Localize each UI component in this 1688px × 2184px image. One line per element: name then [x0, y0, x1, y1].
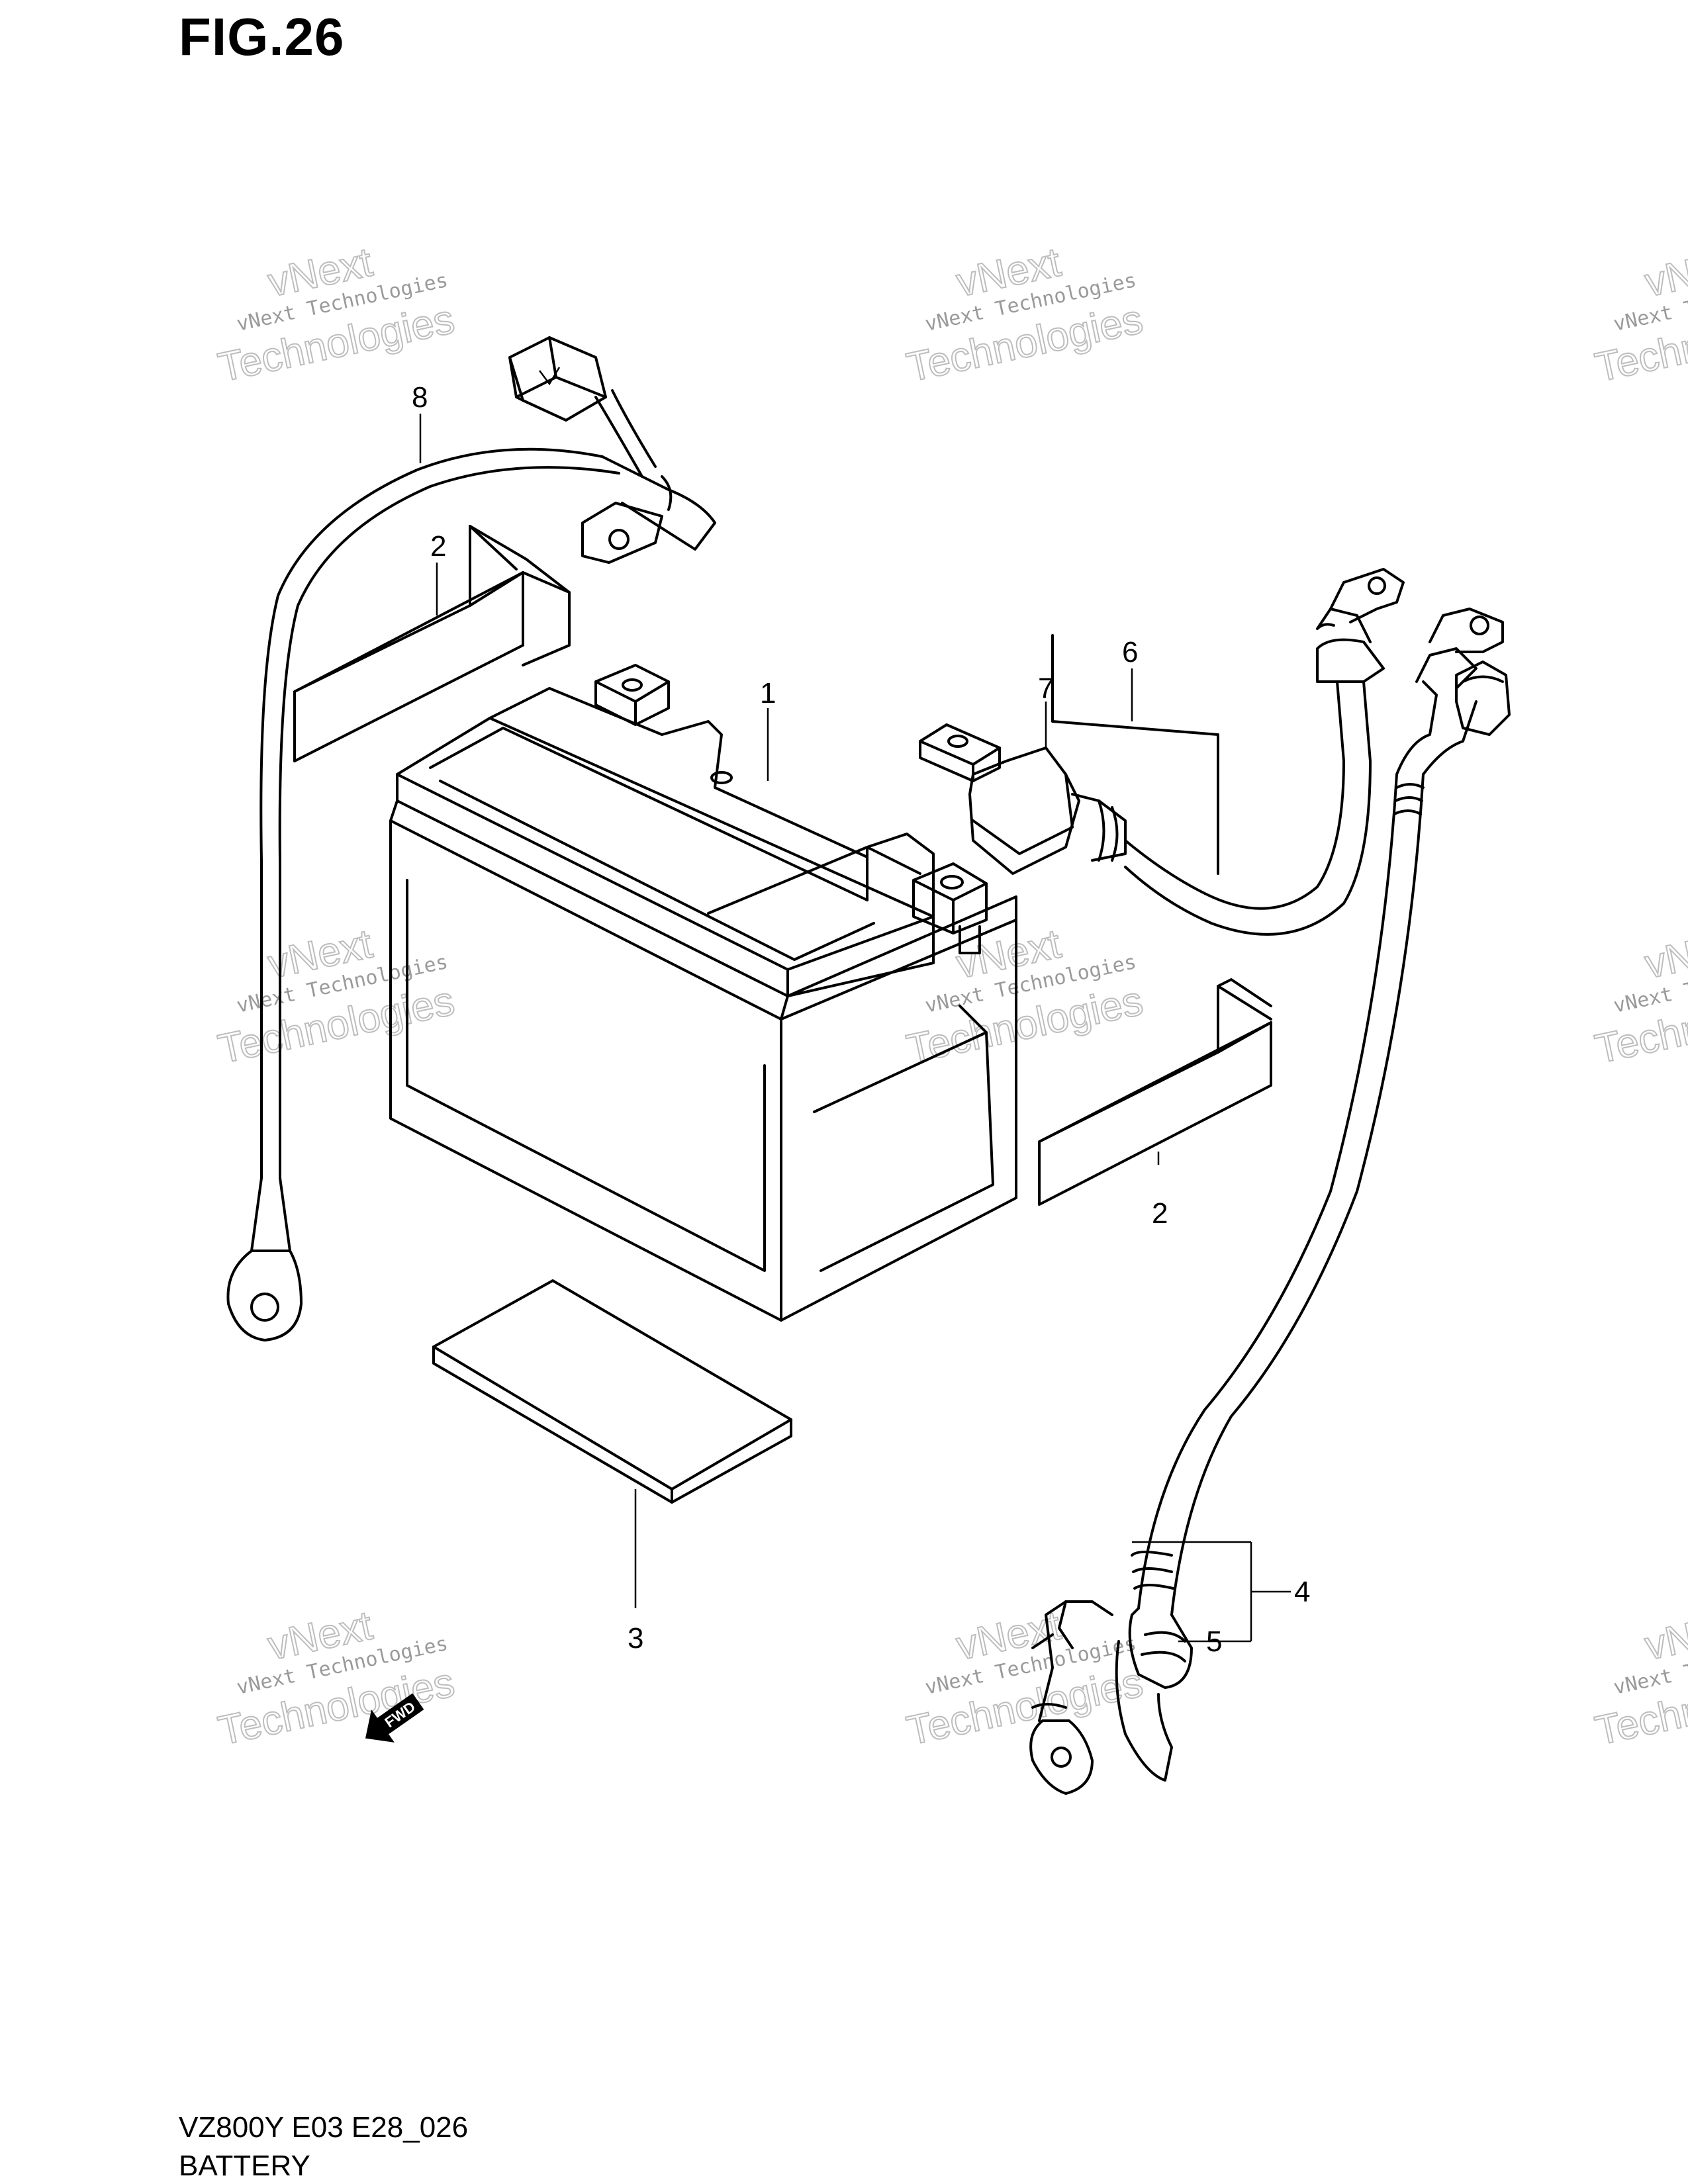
watermark: vNext vNext Technologies Technologies [214, 1602, 459, 1755]
callout-7: 7 [1038, 672, 1054, 705]
part-1-battery [389, 664, 1017, 1322]
callout-5: 5 [1206, 1625, 1222, 1658]
part-8-lead-wire [226, 336, 716, 1342]
svg-text:vNext: vNext [1641, 921, 1688, 987]
watermark: vNext vNext Technologies Technologies [1591, 921, 1688, 1073]
figure-title: FIG.26 [179, 7, 345, 66]
part-7-terminal-cover [919, 723, 1127, 875]
callout-3: 3 [628, 1622, 643, 1655]
watermark: vNext vNext Technologies Technologies [902, 921, 1147, 1073]
model-code: VZ800Y E03 E28_026 [179, 2111, 469, 2144]
watermark-group: vNext vNext Technologies Technologies vN… [214, 239, 1688, 1755]
callout-2-lower: 2 [1152, 1197, 1168, 1230]
section-name: BATTERY [179, 2150, 310, 2182]
callout-1: 1 [760, 677, 776, 709]
callout-2-upper: 2 [430, 530, 446, 563]
part-4-negative-cable [1029, 608, 1511, 1795]
callout-4: 4 [1294, 1576, 1310, 1608]
part-3-bottom-pad [432, 1279, 792, 1504]
watermark: vNext vNext Technologies Technologies [1591, 239, 1688, 392]
part-2-pad-upper [293, 525, 571, 762]
callout-6: 6 [1122, 636, 1138, 668]
svg-text:vNext: vNext [1641, 1603, 1688, 1669]
svg-text:vNext: vNext [1641, 240, 1688, 306]
fwd-arrow-icon [365, 1693, 424, 1743]
part-2-pad-lower [1038, 978, 1272, 1206]
watermark: vNext vNext Technologies Technologies [902, 239, 1147, 392]
watermark: vNext vNext Technologies Technologies [1591, 1602, 1688, 1755]
watermark: vNext vNext Technologies Technologies [214, 239, 459, 392]
callout-8: 8 [412, 381, 428, 414]
watermark: vNext vNext Technologies Technologies [214, 921, 459, 1073]
part-6-positive-cable [1051, 568, 1405, 936]
leader-lines [419, 414, 1291, 1643]
